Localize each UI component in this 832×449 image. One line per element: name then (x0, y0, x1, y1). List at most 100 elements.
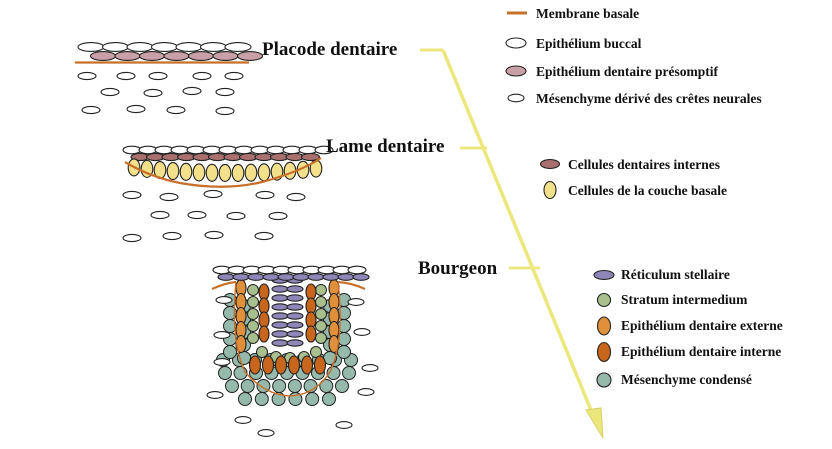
placode-buccal-cell (101, 42, 130, 52)
placode-buccal-cell (150, 42, 179, 52)
lame-mesenchyme-cell (150, 210, 170, 220)
lame-buccal-cell (218, 145, 238, 155)
bourgeon-membrane-outline (233, 281, 341, 397)
placode-mesenchyme-cell (182, 86, 202, 96)
bourgeon-stratum-cell (247, 308, 259, 320)
bourgeon-condensed-cell (337, 345, 351, 359)
bourgeon-condensed-cell (223, 345, 237, 359)
arrow-head (585, 407, 604, 439)
bourgeon-reticulum-cell (271, 303, 289, 311)
lame-buccal-cell (202, 145, 222, 155)
placode-mesenchyme-cell (192, 71, 212, 81)
lame-buccal-cell (186, 145, 206, 155)
lame-basal-cell (244, 163, 258, 182)
arrow-shaft (441, 49, 595, 416)
lame-buccal-cell (234, 145, 254, 155)
bourgeon-reticulum-cell (271, 321, 289, 329)
bourgeon-reticulum-cell (286, 294, 304, 302)
bourgeon-condensed-cell (254, 392, 269, 406)
lame-membrane (124, 157, 322, 188)
bourgeon-top-reticulum-cell (262, 273, 280, 281)
lame-buccal-cell (266, 145, 286, 155)
bourgeon-top-reticulum-cell (337, 273, 355, 281)
bourgeon-internal-cell (258, 325, 270, 343)
bourgeon-stratum-cell (315, 308, 327, 320)
bourgeon-reticulum-cell (271, 294, 289, 302)
placode-mesenchyme-cell (81, 105, 101, 115)
placode-presomptif-cell (187, 51, 215, 61)
bourgeon-condensed-cell (326, 366, 341, 380)
bourgeon-top-reticulum-cell (277, 273, 295, 281)
bourgeon-mesenchyme-cell (213, 358, 231, 366)
bourgeon-internal-cell (300, 355, 314, 375)
bourgeon-condensed-cell (322, 392, 336, 406)
placode-presomptif-cell (114, 51, 141, 61)
placode-buccal-cell (126, 42, 154, 52)
bourgeon-stratum-cell (315, 284, 327, 296)
lame-mesenchyme-cell (204, 230, 224, 240)
placode-mesenchyme-cell (116, 71, 136, 81)
placode-presomptif-cell (89, 51, 117, 61)
bourgeon-stratum-cell (247, 296, 259, 308)
cellules-internes-swatch (539, 158, 561, 170)
bourgeon-internal-cell (261, 355, 275, 375)
bourgeon-reticulum-cell (271, 330, 289, 338)
bourgeon-condensed-cell (240, 379, 255, 393)
lame-mesenchyme-cell (254, 231, 274, 241)
lame-basal-cell (166, 162, 180, 181)
bourgeon-mesenchyme-cell (353, 328, 371, 336)
lame-mesenchyme-cell (187, 210, 207, 220)
bourgeon-membrane (211, 280, 366, 290)
lame-mesenchyme-cell (226, 211, 246, 221)
stage-label-lame: Lame dentaire (326, 136, 445, 157)
lame-buccal-cell (250, 145, 270, 155)
bourgeon-internal-cell (248, 355, 262, 375)
bourgeon-mesenchyme-cell (335, 421, 353, 429)
bourgeon-reticulum-cell (286, 312, 304, 320)
bourgeon-top-reticulum-cell (217, 273, 235, 281)
placode-mesenchyme-cell (215, 106, 235, 116)
bourgeon-internal-cell (305, 325, 317, 343)
bourgeon-condensed-cell (342, 366, 356, 380)
placode-presomptif-cell (138, 51, 166, 61)
placode-illustration (75, 42, 264, 116)
bourgeon-stratum-cell (247, 332, 259, 344)
bourgeon-stratum-cell (247, 284, 259, 296)
progression-arrow (420, 48, 604, 439)
stratum-intermedium-swatch (596, 292, 612, 308)
bourgeon-top-reticulum-cell (322, 273, 340, 281)
lame-buccal-cell (154, 145, 174, 155)
lame-buccal-cell (122, 145, 142, 155)
lame-buccal-cell (170, 145, 190, 155)
bourgeon-stratum-cell (247, 320, 259, 332)
lame-buccal-cell (138, 145, 158, 155)
legend-stratum-intermedium: Stratum intermedium (621, 292, 748, 307)
bourgeon-mesenchyme-cell (234, 416, 252, 424)
lame-mesenchyme-cell (255, 190, 275, 200)
bourgeon-reticulum-cell (286, 321, 304, 329)
bourgeon-reticulum-cell (286, 330, 304, 338)
lame-buccal-cell (314, 145, 334, 155)
epithelium-interne-swatch (596, 341, 612, 363)
legend-reticulum-stellaire: Réticulum stellaire (621, 267, 730, 282)
bourgeon-internal-cell (274, 355, 288, 375)
bourgeon-reticulum-cell (271, 285, 289, 293)
placode-mesenchyme-cell (224, 71, 244, 81)
placode-presomptif-cell (163, 51, 190, 61)
bourgeon-stratum-cell (256, 346, 268, 358)
placode-mesenchyme-cell (148, 71, 168, 81)
bourgeon-top-reticulum-cell (247, 273, 265, 281)
legend-cellules-internes: Cellules dentaires internes (568, 157, 720, 172)
placode-buccal-cell (175, 42, 203, 52)
stage-label-bourgeon: Bourgeon (418, 258, 498, 279)
legend-epithelium-externe: Epithélium dentaire externe (621, 318, 783, 333)
couche-basale-swatch (543, 180, 557, 200)
legend-epithelium-presomptif: Epithélium dentaire présomptif (536, 64, 718, 79)
placode-buccal-cell (199, 42, 228, 52)
placode-presomptif-cell (212, 51, 239, 61)
legend-couche-basale: Cellules de la couche basale (568, 183, 727, 198)
lame-mesenchyme-cell (162, 231, 182, 241)
lame-basal-cell (257, 163, 271, 182)
placode-mesenchyme-cell (143, 88, 163, 98)
